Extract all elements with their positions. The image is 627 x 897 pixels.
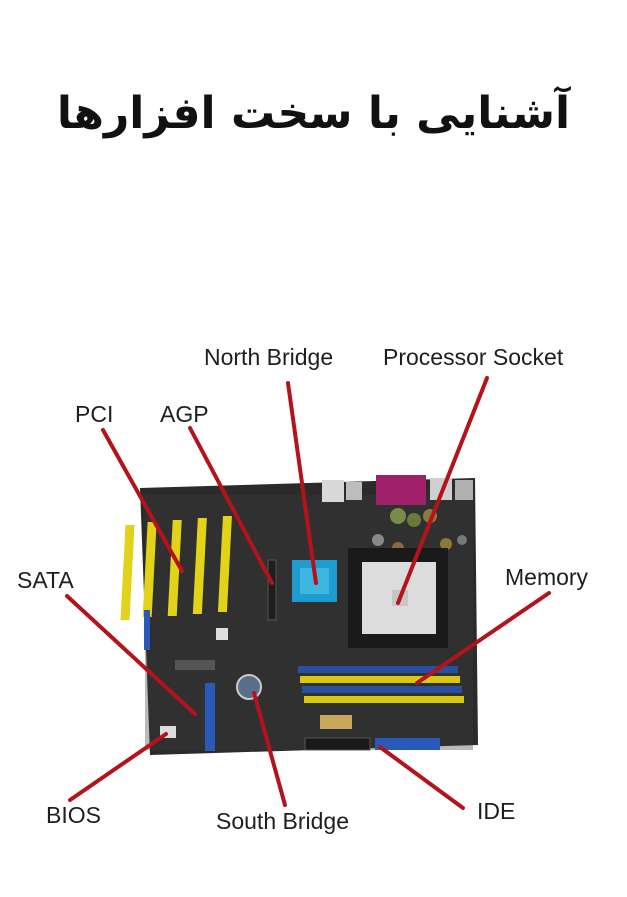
- label-ide: IDE: [477, 798, 516, 824]
- pci-slots: [120, 516, 232, 620]
- chip: [216, 628, 228, 640]
- pci-slot: [167, 520, 182, 616]
- pci-slot: [120, 525, 135, 620]
- pointer-memory: [415, 591, 551, 685]
- memory-slot: [304, 696, 464, 703]
- memory-slot: [298, 666, 458, 673]
- pci-slot: [192, 518, 207, 614]
- io-port: [322, 480, 344, 502]
- pointer-sata: [65, 594, 197, 716]
- label-processor-socket: Processor Socket: [383, 344, 564, 370]
- memory-slots: [298, 666, 464, 703]
- memory-slot: [302, 686, 462, 693]
- pointer-north-bridge: [286, 381, 318, 585]
- label-sata: SATA: [17, 567, 74, 593]
- label-pci: PCI: [75, 401, 114, 427]
- ide-connector: [375, 738, 440, 750]
- page-title: آشنایی با سخت افزارها: [56, 88, 571, 139]
- chip: [320, 715, 352, 729]
- io-serial-port: [376, 475, 426, 505]
- memory-slot: [300, 676, 460, 683]
- pci-slot: [217, 516, 232, 612]
- label-bios: BIOS: [46, 802, 101, 828]
- pointer-pci: [101, 428, 184, 573]
- io-port: [346, 482, 362, 500]
- pci-slot: [142, 522, 157, 617]
- pointer-ide: [378, 745, 465, 810]
- label-north-bridge: North Bridge: [204, 344, 334, 370]
- label-memory: Memory: [505, 564, 589, 590]
- agp-slot: [267, 559, 277, 621]
- label-south-bridge: South Bridge: [216, 808, 349, 834]
- pointer-agp: [188, 426, 274, 585]
- label-agp: AGP: [160, 401, 209, 427]
- south-bridge-chip: [236, 674, 262, 700]
- pointer-processor-socket: [396, 376, 489, 605]
- io-port: [455, 480, 473, 500]
- sata-connector: [205, 683, 215, 751]
- pointer-bios: [68, 732, 168, 802]
- blue-connector: [144, 610, 150, 650]
- ide-connector: [304, 737, 371, 751]
- chip: [175, 660, 215, 670]
- pointer-south-bridge: [252, 691, 287, 807]
